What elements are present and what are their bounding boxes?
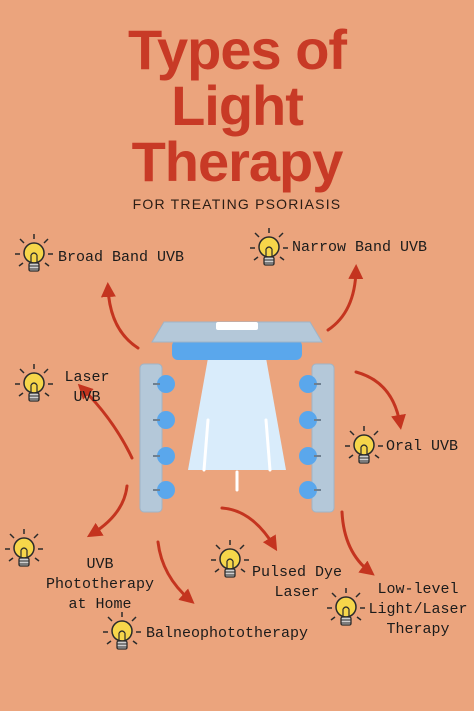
label-line: Balneophototherapy	[146, 625, 309, 642]
label-line: Narrow Band UVB	[292, 239, 428, 256]
label-line: Oral UVB	[386, 438, 459, 455]
label-broad-band-uvb: Broad Band UVB	[58, 248, 184, 268]
light-beam	[188, 358, 286, 470]
label-line: UVB	[86, 556, 114, 573]
title-line-3: Therapy	[131, 130, 344, 193]
title-line-2: Light	[171, 74, 304, 137]
lightbulb-icon	[14, 233, 54, 272]
arrow-pulsed-dye-laser	[220, 506, 278, 552]
right-lamp-panel	[299, 363, 335, 513]
arrow-broad-band-uvb	[100, 282, 140, 350]
arrow-laser-uvb	[77, 383, 134, 460]
label-line: Laser	[274, 584, 320, 601]
label-oral-uvb: Oral UVB	[386, 437, 458, 457]
lightbulb-icon	[14, 363, 54, 402]
arrow-uvb-phototherapy-at-home	[86, 484, 129, 538]
label-uvb-phototherapy-at-home: UVB Phototherapy at Home	[46, 555, 154, 615]
left-lamp-panel	[139, 363, 175, 513]
arrow-narrow-band-uvb	[326, 264, 364, 332]
label-line: Broad Band UVB	[58, 249, 185, 266]
lightbulb-icon	[344, 425, 384, 464]
label-pulsed-dye-laser: Pulsed Dye Laser	[250, 563, 344, 603]
lightbulb-icon	[4, 528, 44, 567]
lamp-hood-light	[172, 340, 302, 360]
title-line-1: Types of	[127, 18, 347, 81]
label-low-level-light-laser-therapy: Low-level Light/Laser Therapy	[366, 580, 470, 640]
label-balneophototherapy: Balneophototherapy	[146, 624, 308, 644]
label-line: Laser	[64, 369, 110, 386]
label-line: at Home	[68, 596, 132, 613]
label-line: Low-level	[377, 581, 459, 598]
label-line: Therapy	[386, 621, 450, 638]
arrow-low-level-light-laser-therapy	[340, 510, 375, 576]
arrow-oral-uvb	[354, 370, 406, 430]
uv-lamp-device-icon	[139, 321, 335, 513]
label-line: Phototherapy	[46, 576, 155, 593]
lightbulb-icon	[210, 539, 250, 578]
label-line: Light/Laser	[368, 601, 468, 618]
lamp-hood	[151, 321, 323, 343]
label-narrow-band-uvb: Narrow Band UVB	[292, 238, 427, 258]
lightbulb-icon	[102, 611, 142, 650]
lightbulb-icon	[249, 227, 289, 266]
label-line: UVB	[73, 389, 101, 406]
subtitle: FOR TREATING PSORIASIS	[132, 196, 342, 212]
label-laser-uvb: Laser UVB	[58, 368, 116, 408]
arrow-balneophototherapy	[156, 540, 195, 604]
label-line: Pulsed Dye	[251, 564, 342, 581]
